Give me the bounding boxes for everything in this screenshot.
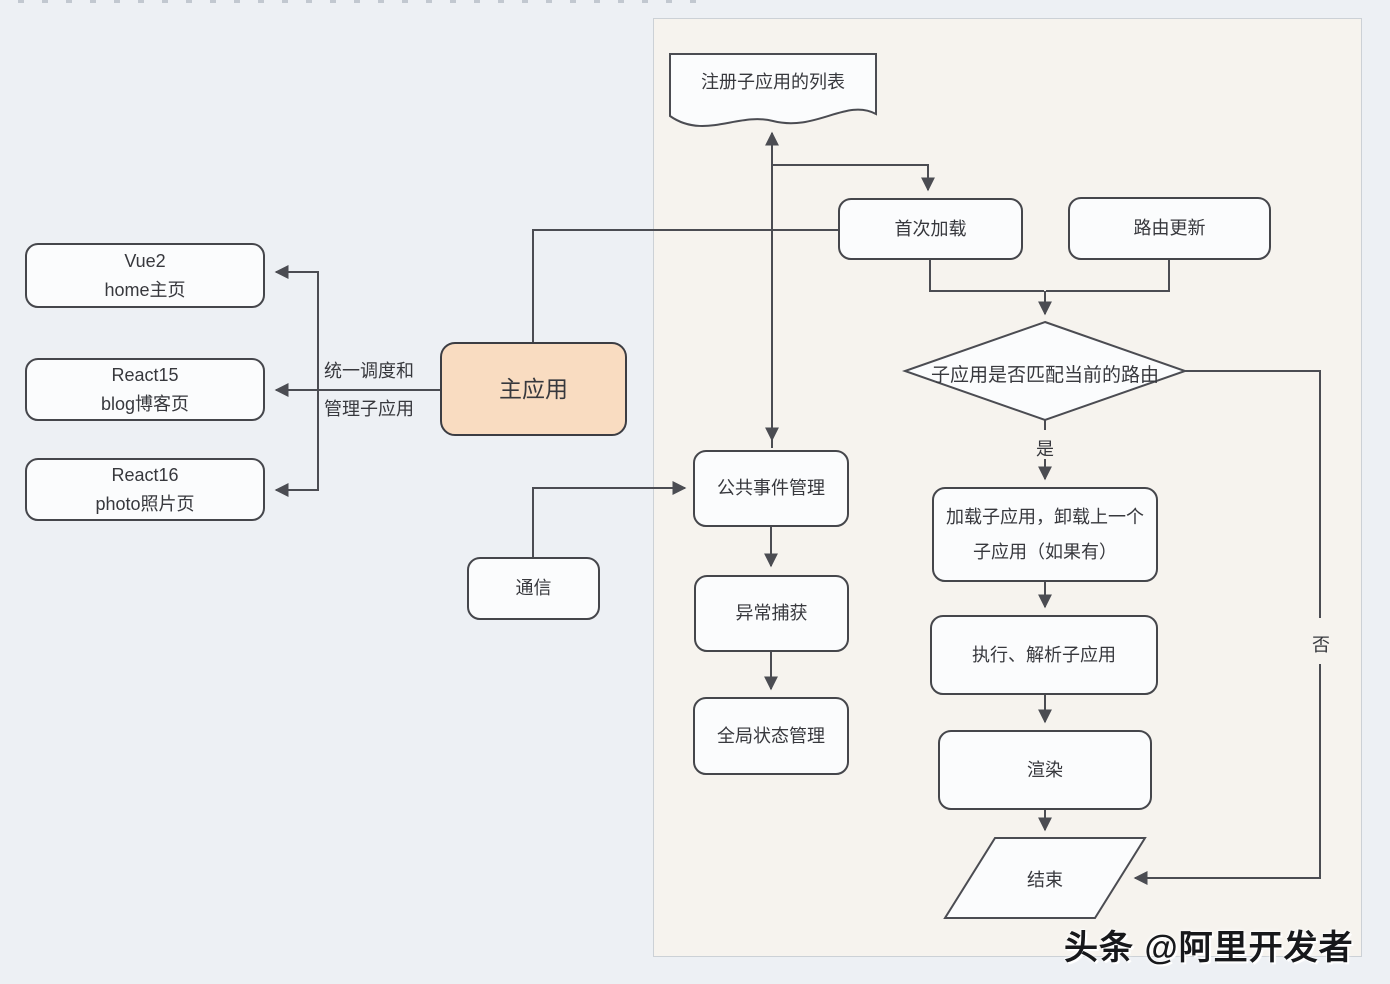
- node-first-load-label: 首次加载: [894, 218, 967, 239]
- node-global-state: 全局状态管理: [693, 697, 849, 775]
- yes-label: 是: [1036, 439, 1054, 459]
- node-route-update-label: 路由更新: [1133, 218, 1206, 239]
- node-event-mgmt: 公共事件管理: [693, 450, 849, 527]
- node-exception: 异常捕获: [694, 575, 849, 652]
- edge-branch-react16: [274, 390, 319, 497]
- node-vue2-title: Vue2: [124, 250, 166, 271]
- watermark: 头条 @阿里开发者: [1064, 929, 1354, 967]
- decision-label: 子应用是否匹配当前的路由: [930, 365, 1159, 386]
- node-load-subapp: 加载子应用，卸载上一个 子应用（如果有）: [932, 487, 1158, 582]
- dispatch-label: 统一调度和 管理子应用: [324, 352, 414, 428]
- node-react16-subtitle: photo照片页: [95, 493, 195, 514]
- node-execute-label: 执行、解析子应用: [972, 644, 1116, 665]
- node-render: 渲染: [938, 730, 1152, 810]
- node-event-mgmt-label: 公共事件管理: [717, 478, 825, 499]
- edge-branch-vue2: [274, 265, 319, 390]
- dispatch-label-line2: 管理子应用: [324, 399, 414, 419]
- node-react15-subtitle: blog博客页: [100, 393, 190, 414]
- cropped-text-remnant: [18, 0, 698, 3]
- registry-doc-label: 注册子应用的列表: [701, 72, 845, 92]
- node-global-state-label: 全局状态管理: [717, 725, 825, 746]
- node-load-subapp-line1: 加载子应用，卸载上一个: [946, 507, 1144, 528]
- node-render-label: 渲染: [1027, 759, 1063, 780]
- node-execute: 执行、解析子应用: [930, 615, 1158, 695]
- end-label: 结束: [1027, 870, 1063, 890]
- node-react16-title: React16: [111, 464, 179, 485]
- node-route-update: 路由更新: [1068, 197, 1271, 260]
- node-vue2-subtitle: home主页: [104, 279, 186, 300]
- node-first-load: 首次加载: [838, 198, 1023, 260]
- node-react16: React16 photo照片页: [25, 458, 265, 521]
- node-exception-label: 异常捕获: [735, 603, 808, 624]
- node-react15-title: React15: [111, 364, 179, 385]
- node-main-app-label: 主应用: [499, 375, 568, 402]
- node-load-subapp-line2: 子应用（如果有）: [973, 541, 1117, 562]
- dispatch-label-line1: 统一调度和: [324, 361, 414, 381]
- node-comm: 通信: [467, 557, 600, 620]
- node-vue2: Vue2 home主页: [25, 243, 265, 308]
- node-comm-label: 通信: [515, 578, 552, 599]
- no-label: 否: [1312, 635, 1330, 655]
- node-main-app: 主应用: [440, 342, 627, 436]
- node-react15: React15 blog博客页: [25, 358, 265, 421]
